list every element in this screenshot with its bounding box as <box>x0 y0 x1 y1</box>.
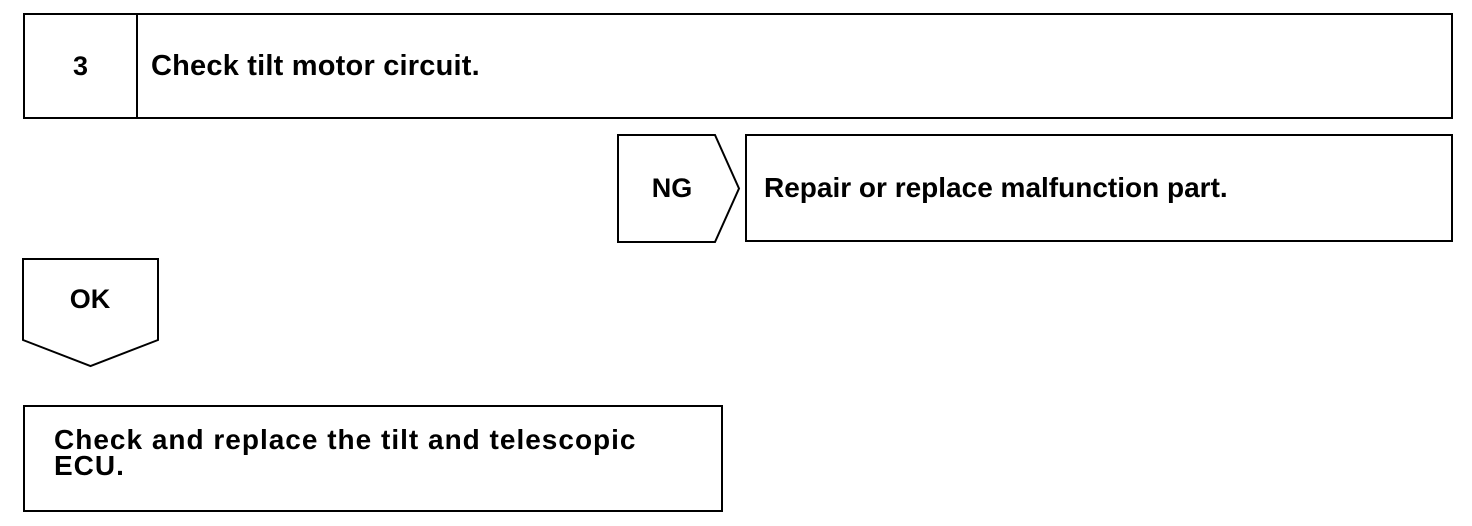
final-step-line-1: Check and replace the tilt and telescopi… <box>54 424 637 455</box>
ng-label: NG <box>651 173 693 203</box>
step-title: Check tilt motor circuit. <box>151 49 480 82</box>
final-step-line-2: ECU. <box>54 450 125 481</box>
ng-arrow-shape <box>617 134 741 243</box>
ok-arrow-shape <box>22 258 159 368</box>
ok-label: OK <box>69 283 111 314</box>
ng-result-text: Repair or replace malfunction part. <box>764 172 1228 203</box>
final-step-box: Check and replace the tilt and telescopi… <box>23 405 723 512</box>
step-number: 3 <box>25 15 138 117</box>
step-box: 3 Check tilt motor circuit. <box>23 13 1453 119</box>
ng-result-box: Repair or replace malfunction part. <box>745 134 1453 242</box>
